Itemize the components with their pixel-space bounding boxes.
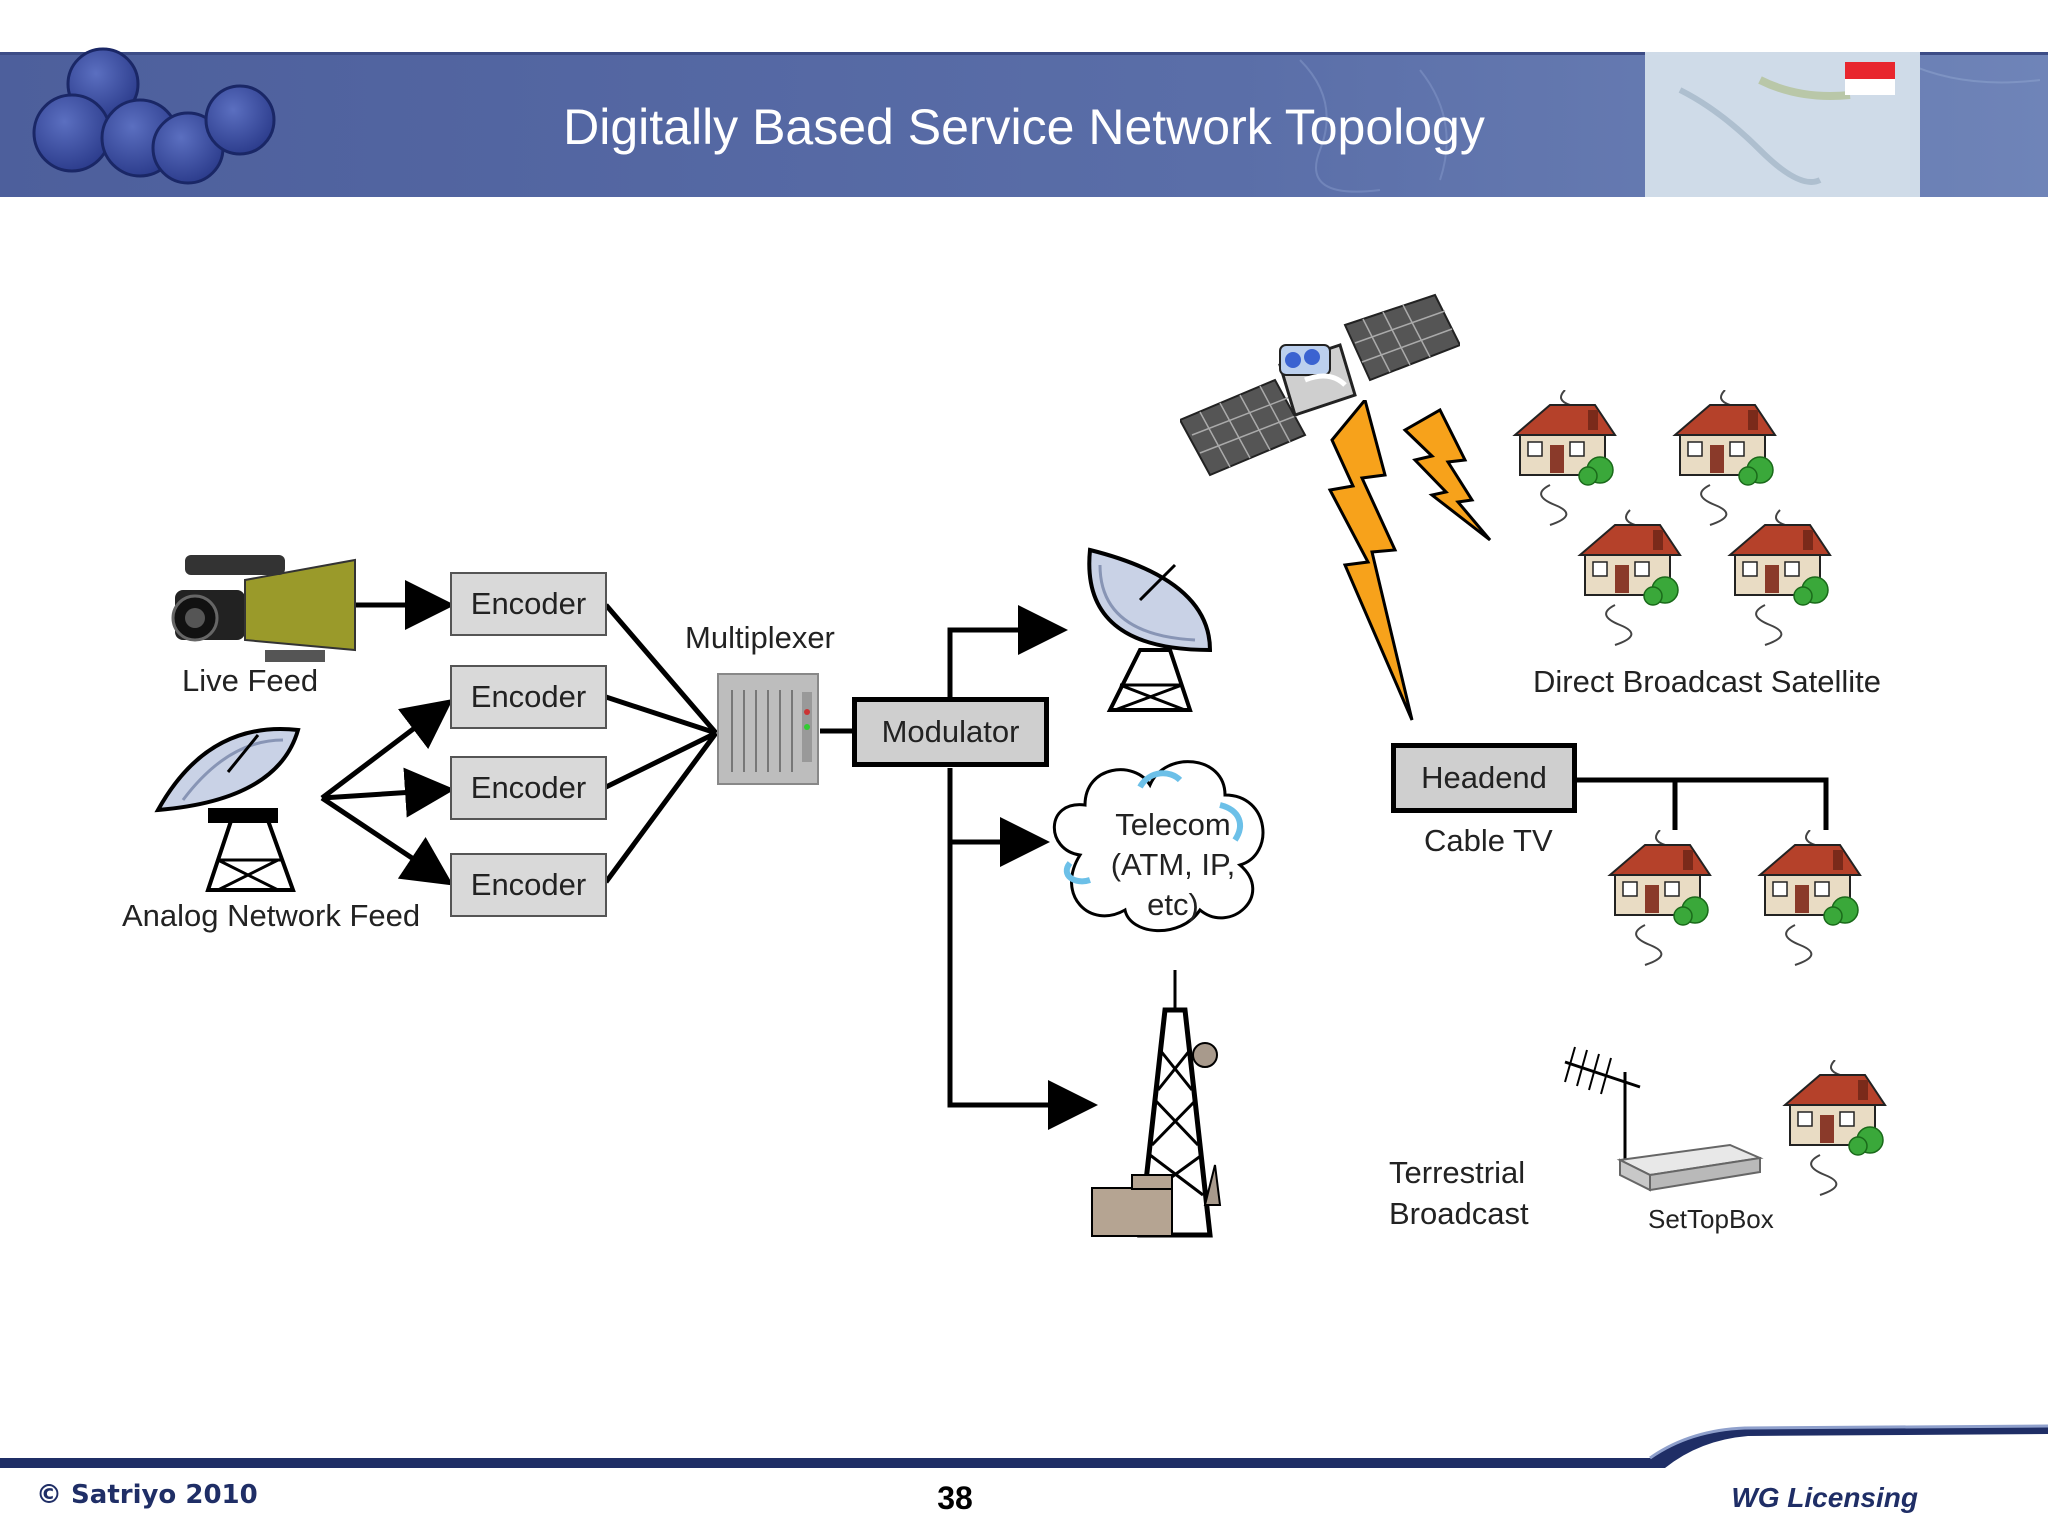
page-number: 38: [937, 1480, 973, 1516]
encoder-box: Encoder: [450, 572, 607, 636]
analog-network-feed-label: Analog Network Feed: [122, 898, 421, 933]
encoder-box: Encoder: [450, 853, 607, 917]
telecom-label-line: Telecom: [1115, 807, 1231, 842]
page-title: Digitally Based Service Network Topology: [563, 99, 1485, 155]
cable-houses-group: [1609, 830, 1861, 966]
terrestrial-label-line: Broadcast: [1389, 1196, 1529, 1231]
footer-right-text: WG Licensing: [1731, 1482, 1918, 1513]
cloud-icon: [1052, 760, 1265, 933]
terrestrial-label-line: Terrestrial: [1389, 1155, 1526, 1190]
satellite-icon: [1180, 293, 1460, 477]
uplink-dish-icon: [1087, 547, 1213, 712]
cable-tv-label: Cable TV: [1424, 823, 1553, 858]
video-camera-icon: [171, 555, 356, 662]
multiplexer-rack-icon: [717, 673, 819, 785]
telecom-label-line: (ATM, IP,: [1110, 847, 1236, 882]
terrestrial-house-icon: [1784, 1060, 1886, 1196]
telecom-label: Telecom (ATM, IP, etc): [1078, 805, 1268, 925]
set-top-box-icon: [1616, 1143, 1764, 1192]
flag-icon: [1845, 62, 1895, 79]
lightning-bolt-icon: [1327, 400, 1492, 721]
header-banner: [0, 47, 2048, 197]
multiplexer-label: Multiplexer: [685, 620, 835, 655]
satellite-dish-icon: [154, 727, 301, 892]
encoder-box: Encoder: [450, 665, 607, 729]
settopbox-label: SetTopBox: [1648, 1204, 1774, 1234]
transmission-tower-icon: [1091, 970, 1222, 1238]
encoder-box: Encoder: [450, 756, 607, 820]
antenna-icon: [1564, 1046, 1641, 1160]
telecom-label-line: etc): [1147, 887, 1199, 922]
headend-box: Headend: [1391, 743, 1577, 813]
footer-bar: [0, 1424, 2048, 1468]
modulator-box: Modulator: [852, 697, 1049, 767]
direct-broadcast-satellite-label: Direct Broadcast Satellite: [1533, 664, 1882, 699]
dbs-houses-group: [1514, 390, 1831, 646]
logo-circles-icon: [32, 47, 276, 185]
terrestrial-broadcast-label: Terrestrial Broadcast: [1389, 1152, 1529, 1234]
copyright-text: © Satriyo 2010: [36, 1480, 258, 1510]
live-feed-label: Live Feed: [182, 663, 319, 698]
